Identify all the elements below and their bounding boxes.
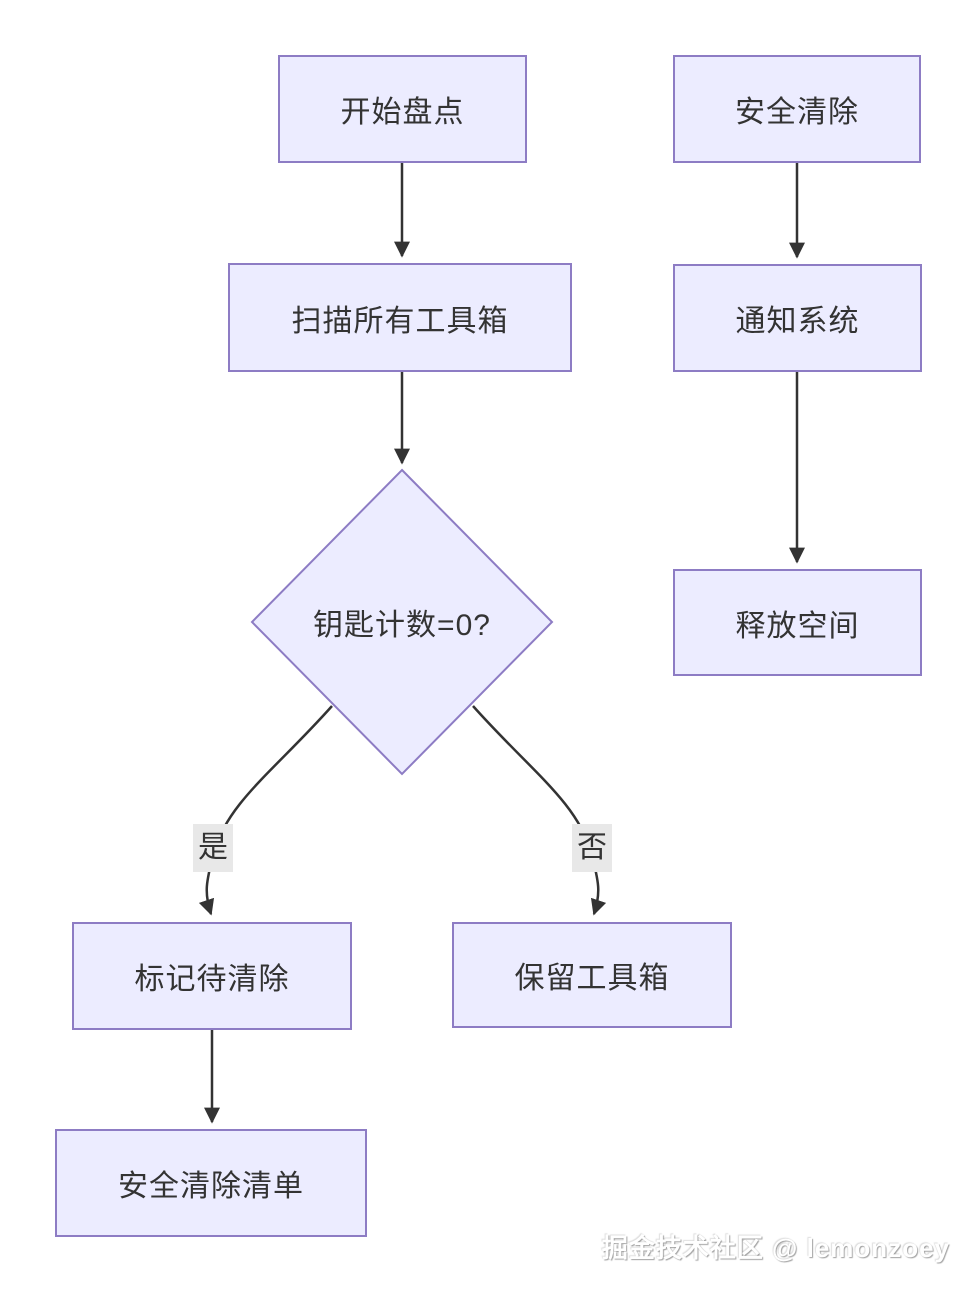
node-list: 安全清除清单 <box>55 1129 367 1237</box>
node-start: 开始盘点 <box>278 55 527 163</box>
decision-diamond-shape <box>250 468 554 776</box>
node-mark: 标记待清除 <box>72 922 352 1030</box>
node-scan: 扫描所有工具箱 <box>228 263 572 372</box>
node-keep: 保留工具箱 <box>452 922 732 1028</box>
node-decision-label: 钥匙计数=0? <box>313 609 491 642</box>
node-release: 释放空间 <box>673 569 922 676</box>
watermark-text: 掘金技术社区 @ lemonzoey <box>601 1233 950 1263</box>
edge-label-no: 否 <box>572 824 612 872</box>
edge-label-yes: 是 <box>193 824 233 872</box>
node-safe-clear: 安全清除 <box>673 55 921 163</box>
node-notify: 通知系统 <box>673 264 922 372</box>
